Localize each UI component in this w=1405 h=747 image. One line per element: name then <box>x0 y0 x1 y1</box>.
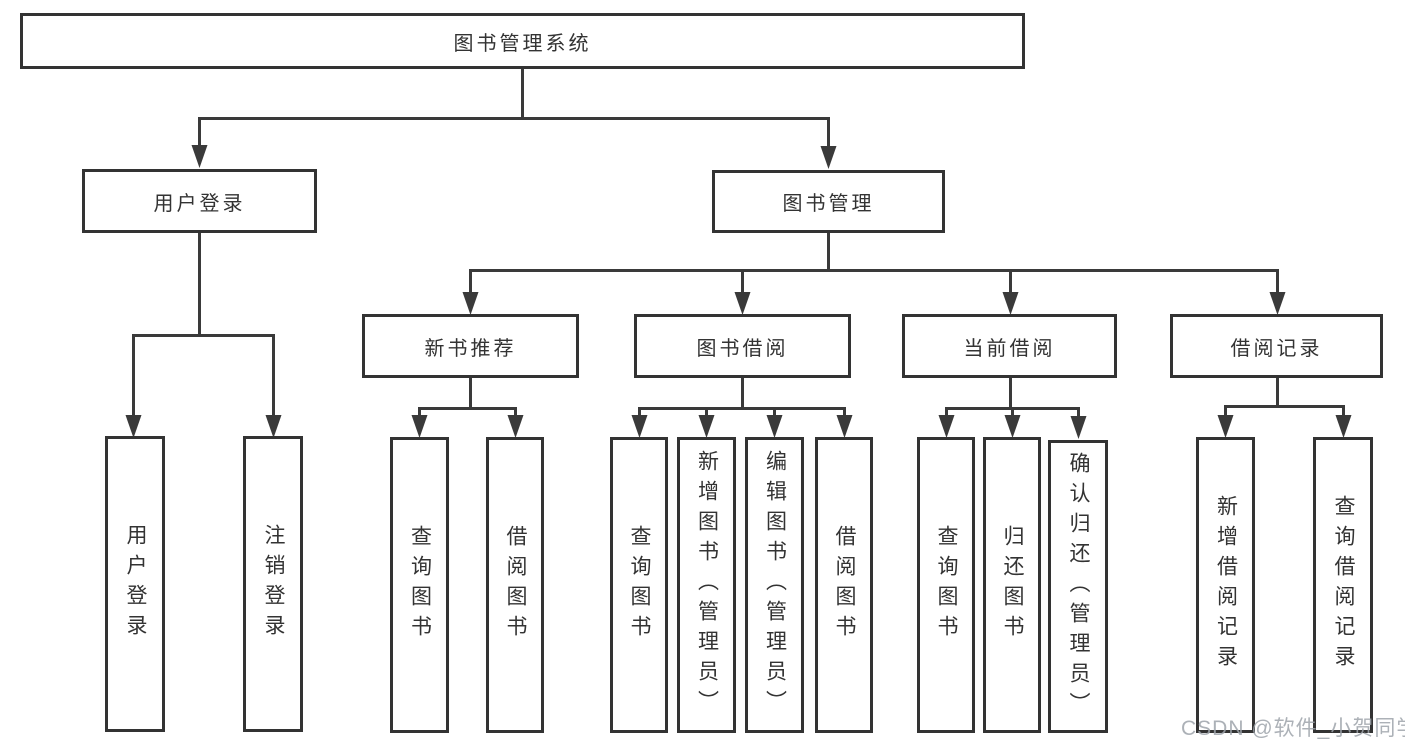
leaf-add-borrow-record: 新增借阅记录 <box>1196 437 1255 733</box>
leaf-label: 借阅图书 <box>504 525 527 645</box>
leaf-query-books-2: 查询图书 <box>610 437 668 733</box>
node-label: 用户登录 <box>153 192 246 215</box>
leaf-add-books-admin: 新增图书（管理员） <box>677 437 736 733</box>
leaf-label: 新增借阅记录 <box>1214 495 1238 675</box>
leaf-borrow-books-2: 借阅图书 <box>815 437 873 733</box>
leaf-confirm-return-admin: 确认归还（管理员） <box>1048 440 1108 733</box>
node-label: 当前借阅 <box>963 337 1056 360</box>
leaf-user-login: 用户登录 <box>105 436 165 732</box>
node-label: 借阅记录 <box>1230 337 1323 360</box>
node-library-management-system: 图书管理系统 <box>20 13 1025 69</box>
leaf-label: 归还图书 <box>1001 525 1024 645</box>
node-label: 图书管理 <box>782 193 875 215</box>
leaf-borrow-books-1: 借阅图书 <box>486 437 544 733</box>
leaf-label: 注销登录 <box>262 524 285 644</box>
leaf-label: 编辑图书（管理员） <box>763 450 787 720</box>
node-book-management: 图书管理 <box>712 170 945 233</box>
node-borrowing-records: 借阅记录 <box>1170 314 1383 378</box>
leaf-label: 查询借阅记录 <box>1332 495 1355 675</box>
leaf-logout: 注销登录 <box>243 436 303 732</box>
leaf-label: 查询图书 <box>935 525 958 645</box>
leaf-label: 用户登录 <box>124 524 147 644</box>
leaf-label: 查询图书 <box>408 525 432 645</box>
leaf-return-books: 归还图书 <box>983 437 1041 733</box>
node-label: 图书管理系统 <box>453 32 592 55</box>
node-label: 新书推荐 <box>424 337 517 360</box>
leaf-label: 借阅图书 <box>833 525 856 645</box>
node-book-borrowing: 图书借阅 <box>634 314 851 378</box>
leaf-label: 新增图书（管理员） <box>695 450 719 720</box>
node-new-book-recommendation: 新书推荐 <box>362 314 579 378</box>
node-current-borrowing: 当前借阅 <box>902 314 1117 378</box>
leaf-query-books-3: 查询图书 <box>917 437 975 733</box>
node-label: 图书借阅 <box>696 337 789 360</box>
leaf-query-borrow-record: 查询借阅记录 <box>1313 437 1373 733</box>
leaf-label: 查询图书 <box>628 525 651 645</box>
csdn-watermark: CSDN @软件_小贺同学 <box>1181 717 1405 740</box>
leaf-edit-books-admin: 编辑图书（管理员） <box>745 437 804 733</box>
leaf-query-books-1: 查询图书 <box>390 437 449 733</box>
leaf-label: 确认归还（管理员） <box>1067 451 1090 722</box>
node-user-login: 用户登录 <box>82 169 317 233</box>
